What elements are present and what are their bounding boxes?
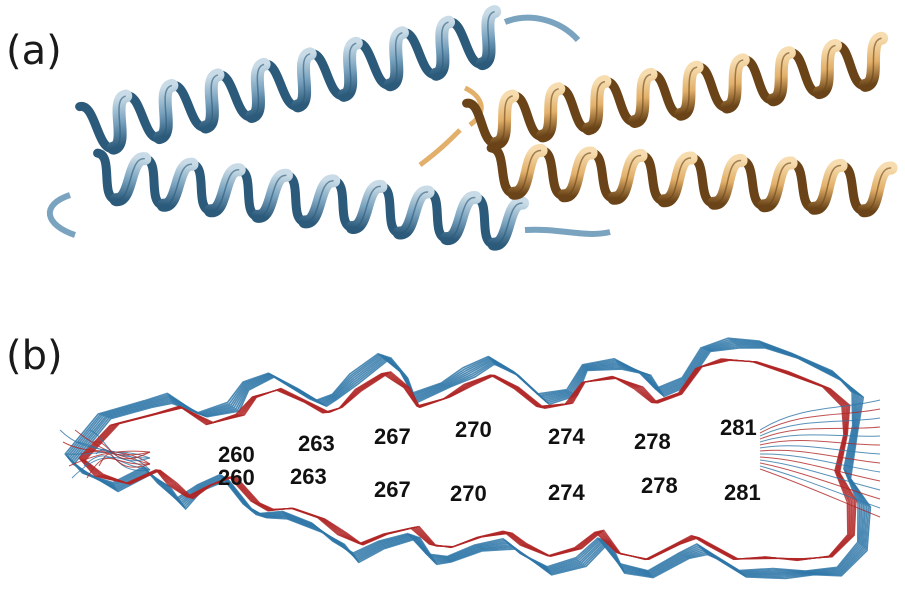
residue-label-top: 278 [634, 429, 671, 454]
residue-label-top: 274 [548, 424, 585, 449]
residue-label-top: 267 [374, 424, 411, 449]
blue-helix-pair [50, 12, 610, 247]
blue-helix-upper [80, 12, 506, 154]
gold-helix-upper [467, 38, 889, 146]
residue-label-bottom: 270 [450, 481, 487, 506]
panel-b-structure: 260 263 267 270 274 278 281 260 263 267 270 274 278 2… [60, 338, 880, 578]
terminal-fray [760, 441, 880, 445]
residue-label-bottom: 260 [218, 465, 255, 490]
red-backbone-trace [82, 360, 852, 560]
backbone-traces [60, 338, 880, 578]
red-backbone-trace [83, 360, 853, 560]
residue-label-top: 270 [455, 417, 492, 442]
residue-label-top: 263 [298, 431, 335, 456]
red-backbone-trace [84, 360, 854, 559]
residue-label-bottom: 263 [290, 464, 327, 489]
residue-label-bottom: 278 [641, 473, 678, 498]
blue-helix-lower [92, 153, 522, 247]
terminal-fray [760, 466, 880, 508]
residue-label-bottom: 267 [374, 477, 411, 502]
residue-label-top: 260 [218, 442, 255, 467]
blue-backbone-trace [72, 347, 868, 578]
panel-a-structure [50, 12, 891, 247]
gold-helix-lower [489, 148, 891, 212]
residue-labels: 260 263 267 270 274 278 281 260 263 267 270 274 278 2… [218, 415, 761, 506]
residue-label-bottom: 281 [724, 480, 761, 505]
red-backbone-trace [85, 360, 856, 559]
residue-label-top: 281 [720, 415, 757, 440]
residue-label-bottom: 274 [548, 480, 585, 505]
